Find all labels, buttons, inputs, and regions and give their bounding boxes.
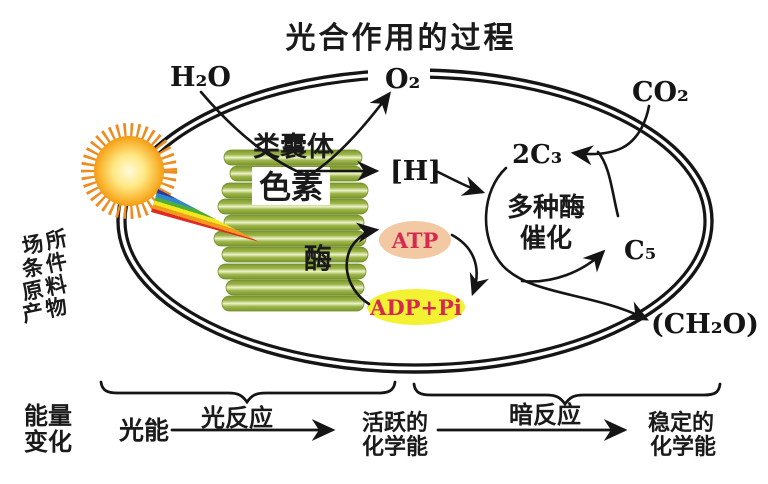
arrow-o2-out <box>306 91 391 178</box>
label-c5: C₅ <box>624 236 656 266</box>
energy-section: 能量 变化 光能 光反应 活跃的 化学能 暗反应 稳定的 化学能 <box>24 401 716 460</box>
membrane-gap-o2 <box>368 54 430 93</box>
pigment-box <box>252 167 330 205</box>
brace-light-reaction <box>99 380 397 405</box>
arrow-adp-to-atp <box>345 222 380 306</box>
label-adp-pi: ADP+Pi <box>369 295 462 320</box>
brace-dark-reaction <box>412 382 722 407</box>
label-dark-reaction: 暗反应 <box>509 401 581 429</box>
arc-c5-to-c3 <box>596 150 620 218</box>
label-stable-energy-2: 化学能 <box>650 434 716 460</box>
arc-to-c5 <box>520 249 606 283</box>
label-2c3: 2C₃ <box>512 140 562 170</box>
label-co2: CO₂ <box>632 77 689 108</box>
label-pigment: 色素 <box>259 168 323 206</box>
label-enzyme: 酶 <box>304 242 332 275</box>
side-labels: 场所 条件 原料 产物 <box>20 225 72 326</box>
label-h2o: H₂O <box>170 62 231 93</box>
label-o2: O₂ <box>385 64 420 95</box>
label-stable-energy-1: 稳定的 <box>648 410 714 436</box>
label-atp: ATP <box>391 228 439 253</box>
chloroplast-membrane <box>116 54 714 374</box>
light-beam <box>150 189 259 242</box>
adp-pi-oval <box>367 289 465 325</box>
energy-label-2: 变化 <box>24 428 72 456</box>
arrow-co2-to-c3 <box>570 104 651 166</box>
arrow-atp-down <box>450 233 489 297</box>
atp-oval <box>379 221 451 259</box>
sun-icon <box>81 123 177 219</box>
label-active-energy-2: 化学能 <box>362 434 428 460</box>
energy-label-1: 能量 <box>24 402 72 430</box>
label-ch2o: (CH₂O) <box>651 309 759 340</box>
label-active-energy-1: 活跃的 <box>362 410 428 436</box>
bottom-braces <box>99 380 722 441</box>
label-hydrogen: [H] <box>390 156 441 187</box>
label-thylakoid: 类囊体 <box>253 132 335 163</box>
flow-arrows <box>199 90 651 321</box>
arrow-h-to-cycle <box>436 170 486 196</box>
label-light-reaction: 光反应 <box>200 404 273 432</box>
arrow-h2o-in <box>199 90 310 178</box>
arc-c3-to-ch2o <box>484 166 649 321</box>
label-light-energy: 光能 <box>118 416 169 445</box>
label-multi-enzyme-2: 催化 <box>520 224 572 254</box>
label-multi-enzyme-1: 多种酶 <box>507 193 585 223</box>
page-title: 光合作用的过程 <box>286 21 517 56</box>
